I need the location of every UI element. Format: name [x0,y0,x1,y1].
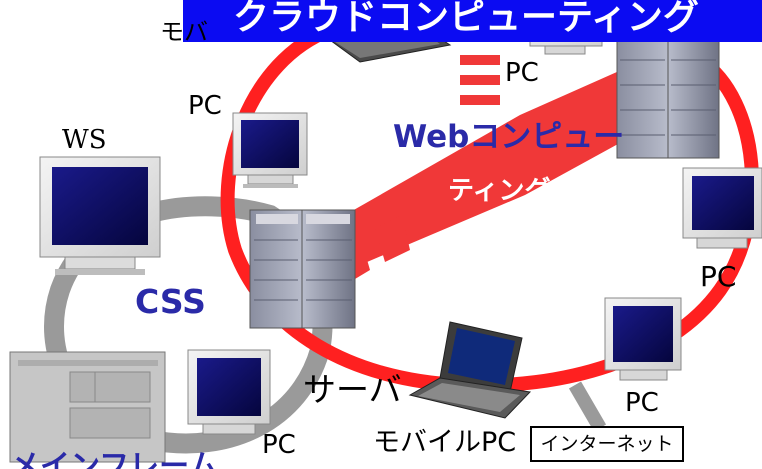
web-band-bar-2 [460,75,500,85]
mobile-pc-bottom-laptop-icon [408,321,532,419]
pc-right-lower-monitor-icon [604,297,682,381]
web-computing-label-line2: ティング [448,176,551,206]
web-computing-band [345,55,680,265]
web-server-icon [616,29,720,159]
pc-top-left-monitor-icon [232,112,308,188]
pc-top-center-label: PC [505,58,539,88]
mobile-top-label: モバ [160,18,208,46]
css-server-icon [249,209,356,329]
web-band-bar-1 [460,55,500,65]
mainframe-label: メインフレーム [10,449,219,469]
internet-link [568,381,607,432]
web-computing-label-line1: Webコンピュー [393,119,625,155]
pc-bottom-left-monitor-icon [187,349,271,435]
mainframe-icon [9,351,166,463]
web-band-stripe-2 [375,215,410,262]
pc-bottom-left-label: PC [262,430,296,460]
mobile-pc-bottom-label: モバイルPC [373,427,517,458]
page-title: クラウドコンピューティング [183,0,762,42]
css-label: CSS [135,282,206,321]
ws-label: WS [62,125,107,155]
pc-right-lower-label: PC [625,388,659,418]
pc-right-upper-monitor-icon [682,167,762,249]
pc-right-upper-label: PC [700,260,737,293]
ws-monitor-icon [39,156,161,275]
pc-top-left-label: PC [188,91,222,121]
web-band-bar-3 [460,95,500,105]
internet-label: インターネット [530,426,684,462]
server-label: サーバ [303,370,402,409]
